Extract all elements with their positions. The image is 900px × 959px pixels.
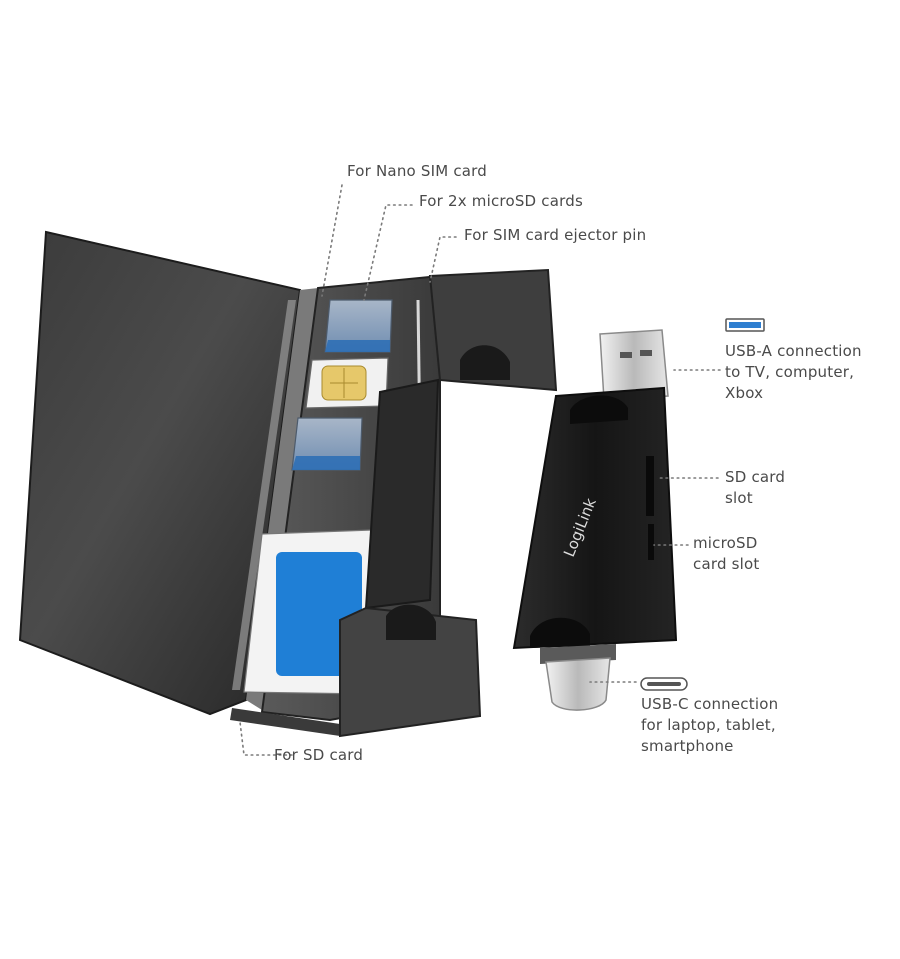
usb-c-port-icon (640, 677, 688, 691)
usb-c-plug (540, 644, 616, 711)
case-clamp (339, 268, 558, 738)
label-microsd-slot: microSD card slot (693, 533, 759, 575)
label-usb-c-line1: USB-C connection (641, 695, 779, 713)
usb-a-plug (599, 329, 669, 401)
case-lid (18, 230, 318, 716)
label-usb-c-line2: for laptop, tablet, (641, 716, 776, 734)
label-usb-c: USB-C connection for laptop, tablet, sma… (641, 694, 778, 757)
label-sd-slot: SD card slot (725, 467, 785, 509)
label-microsd-2x: For 2x microSD cards (419, 191, 583, 212)
label-microsd-2x-text: For 2x microSD cards (419, 192, 583, 210)
label-sd-slot-line2: slot (725, 489, 753, 507)
label-ejector-pin: For SIM card ejector pin (464, 225, 646, 246)
label-nano-sim-text: For Nano SIM card (347, 162, 487, 180)
microsd-cards-top (324, 299, 393, 353)
label-microsd-slot-line2: card slot (693, 555, 760, 573)
card-reader: LogiLink (512, 329, 678, 711)
label-usb-c-line3: smartphone (641, 737, 734, 755)
label-sd-card-text: For SD card (274, 746, 364, 764)
label-nano-sim: For Nano SIM card (347, 161, 487, 182)
label-usb-a-line3: Xbox (725, 384, 764, 402)
label-usb-a-line2: to TV, computer, (725, 363, 855, 381)
nano-sim-card (305, 357, 389, 409)
usb-a-port-icon (725, 318, 765, 332)
leader-lines (239, 184, 721, 756)
label-usb-a-line1: USB-A connection (725, 342, 862, 360)
label-sd-slot-line1: SD card (725, 468, 786, 486)
label-usb-a: USB-A connection to TV, computer, Xbox (725, 341, 862, 404)
label-ejector-pin-text: For SIM card ejector pin (464, 226, 647, 244)
label-microsd-slot-line1: microSD (693, 534, 758, 552)
label-sd-card: For SD card (274, 745, 363, 766)
microsd-cards-bottom (291, 417, 363, 471)
